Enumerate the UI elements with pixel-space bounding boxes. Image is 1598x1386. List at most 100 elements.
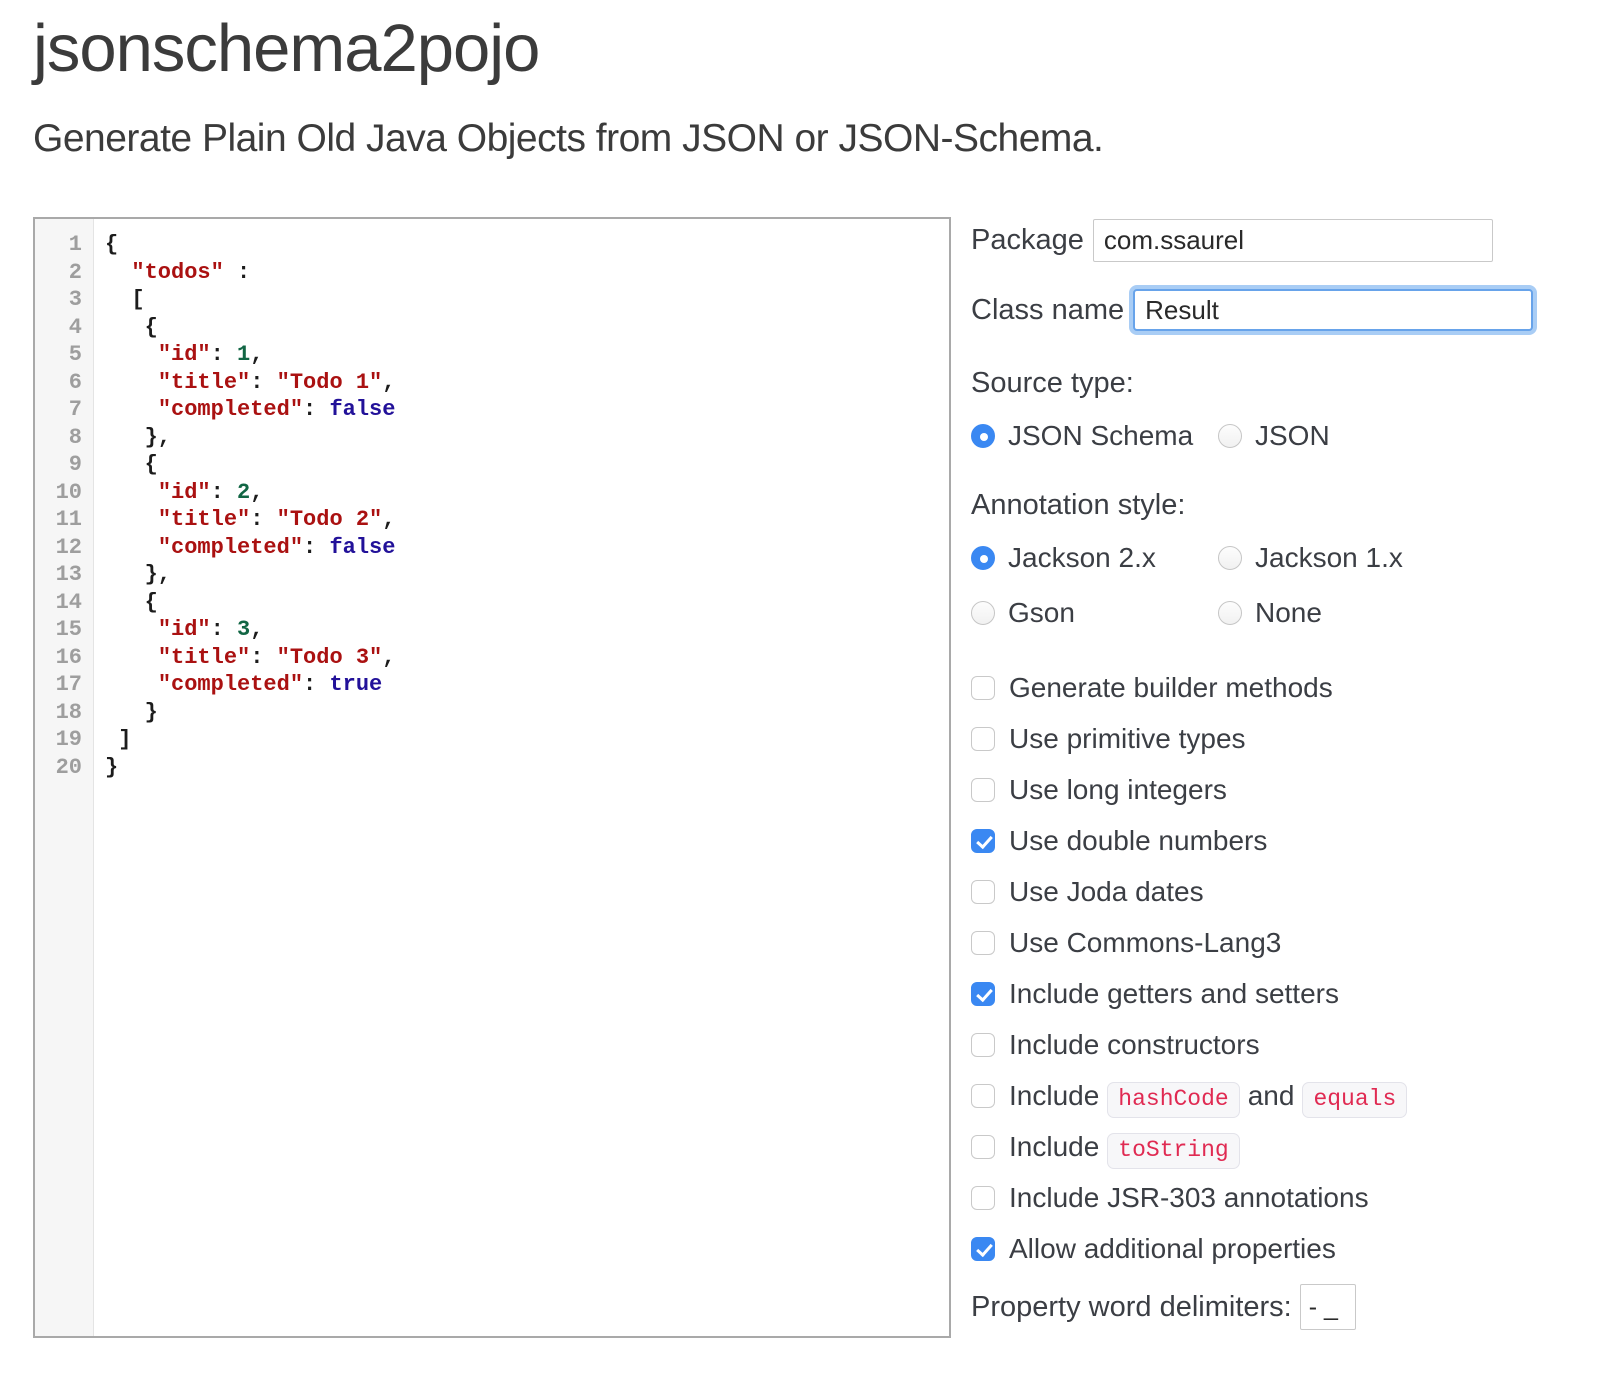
page-subtitle: Generate Plain Old Java Objects from JSO… [33,117,1104,160]
code-token-pl: [ [105,287,145,312]
checkbox-icon[interactable] [971,879,995,904]
code-token-pl: : [210,342,238,367]
code-token-pl [105,397,158,422]
line-number: 17 [55,672,82,697]
code-token-str: "completed" [157,534,304,560]
checkbox-icon[interactable] [971,1083,995,1108]
package-input[interactable] [1092,219,1493,262]
option-use-long-integers[interactable]: Use long integers [971,774,1591,805]
checkbox-icon[interactable] [971,1134,995,1159]
source-type-label: Source type: [971,367,1134,399]
radio-icon[interactable] [1218,601,1242,625]
radio-option-gson[interactable]: Gson [971,597,1218,629]
code-token-pl: : [303,534,330,560]
option-label: Generate builder methods [1009,671,1333,703]
radio-icon[interactable] [1218,546,1242,570]
code-token-pl [105,617,158,642]
line-number: 8 [68,424,82,450]
code-token-str: "todos" [131,259,224,285]
code-token-pl: : [223,259,251,285]
checkbox-icon[interactable] [971,726,995,751]
checkbox-icon[interactable] [971,675,995,700]
checkbox-checked-icon[interactable] [971,828,995,853]
line-number: 15 [55,617,82,642]
checkbox-checked-icon[interactable] [971,981,995,1006]
radio-option-label: Jackson 1.x [1255,542,1403,573]
line-number: 20 [55,754,82,780]
option-label: Use Commons-Lang3 [1009,926,1282,958]
code-token-str: "Todo 3" [276,644,383,670]
radio-option-json[interactable]: JSON [1218,420,1465,452]
option-label: Use Joda dates [1009,875,1204,907]
option-label: Allow additional properties [1009,1232,1336,1264]
class-name-input[interactable] [1133,289,1534,331]
option-generate-builder-methods[interactable]: Generate builder methods [971,672,1591,703]
radio-option-none[interactable]: None [1218,597,1465,629]
option-include-getters-and-setters[interactable]: Include getters and setters [971,978,1591,1009]
class-name-field-row: Class name [971,289,1591,331]
line-number: 12 [55,534,82,560]
checkbox-icon[interactable] [971,777,995,802]
code-token-str: "Todo 2" [276,507,383,532]
radio-option-jackson-2x[interactable]: Jackson 2.x [971,542,1218,574]
radio-icon[interactable] [971,601,995,625]
line-number: 14 [55,589,82,615]
code-line: } [105,754,395,782]
radio-icon[interactable] [1218,424,1242,448]
option-label: Include constructors [1009,1028,1260,1060]
option-use-double-numbers[interactable]: Use double numbers [971,825,1591,856]
radio-option-label: Gson [1008,597,1075,628]
code-token-str: "title" [157,644,251,670]
code-line: } [105,699,395,727]
code-line: "title": "Todo 1", [105,369,396,397]
checkbox-icon[interactable] [971,1185,995,1210]
inline-code-token: toString [1107,1132,1240,1169]
editor-code-area[interactable]: { "todos" : [ { "id": 1, "title": "Todo … [94,219,395,1336]
code-token-atom: true [329,672,383,697]
radio-option-label: Jackson 2.x [1008,542,1156,573]
code-token-str: "id" [157,342,211,367]
code-line: "title": "Todo 3", [105,644,396,672]
page-title: jsonschema2pojo [33,11,540,86]
radio-selected-icon[interactable] [971,546,995,570]
code-line: "title": "Todo 2", [105,506,396,534]
line-number: 16 [55,644,82,670]
code-token-pl: , [382,507,396,532]
line-number: 13 [55,562,82,587]
code-token-pl: : [210,617,238,642]
option-use-commons-lang3[interactable]: Use Commons-Lang3 [971,927,1591,958]
radio-option-json-schema[interactable]: JSON Schema [971,420,1218,452]
code-line: }, [105,561,395,589]
line-number: 2 [68,259,82,285]
option-include-constructors[interactable]: Include constructors [971,1029,1591,1060]
line-number: 9 [68,452,82,477]
code-line: [ [105,286,395,314]
option-use-primitive-types[interactable]: Use primitive types [971,723,1591,754]
annotation-style-label: Annotation style: [971,489,1186,521]
code-token-pl: : [210,479,238,505]
checkbox-checked-icon[interactable] [971,1236,995,1261]
checkbox-icon[interactable] [971,930,995,955]
option-allow-additional-properties[interactable]: Allow additional properties [971,1233,1591,1264]
line-number: 5 [68,342,82,367]
code-token-pl [105,507,158,532]
package-label: Package [971,224,1084,256]
class-name-label: Class name [971,293,1125,326]
option-include-jsr-303-annotations[interactable]: Include JSR-303 annotations [971,1182,1591,1213]
checkbox-icon[interactable] [971,1032,995,1057]
line-number: 19 [55,727,82,752]
property-word-delimiters-input[interactable] [1299,1284,1356,1330]
radio-option-label: None [1255,597,1322,628]
radio-option-jackson-1x[interactable]: Jackson 1.x [1218,542,1465,574]
radio-selected-icon[interactable] [971,424,995,448]
code-token-pl: { [105,314,158,340]
option-use-joda-dates[interactable]: Use Joda dates [971,876,1591,907]
option-label: Include getters and setters [1009,977,1339,1009]
